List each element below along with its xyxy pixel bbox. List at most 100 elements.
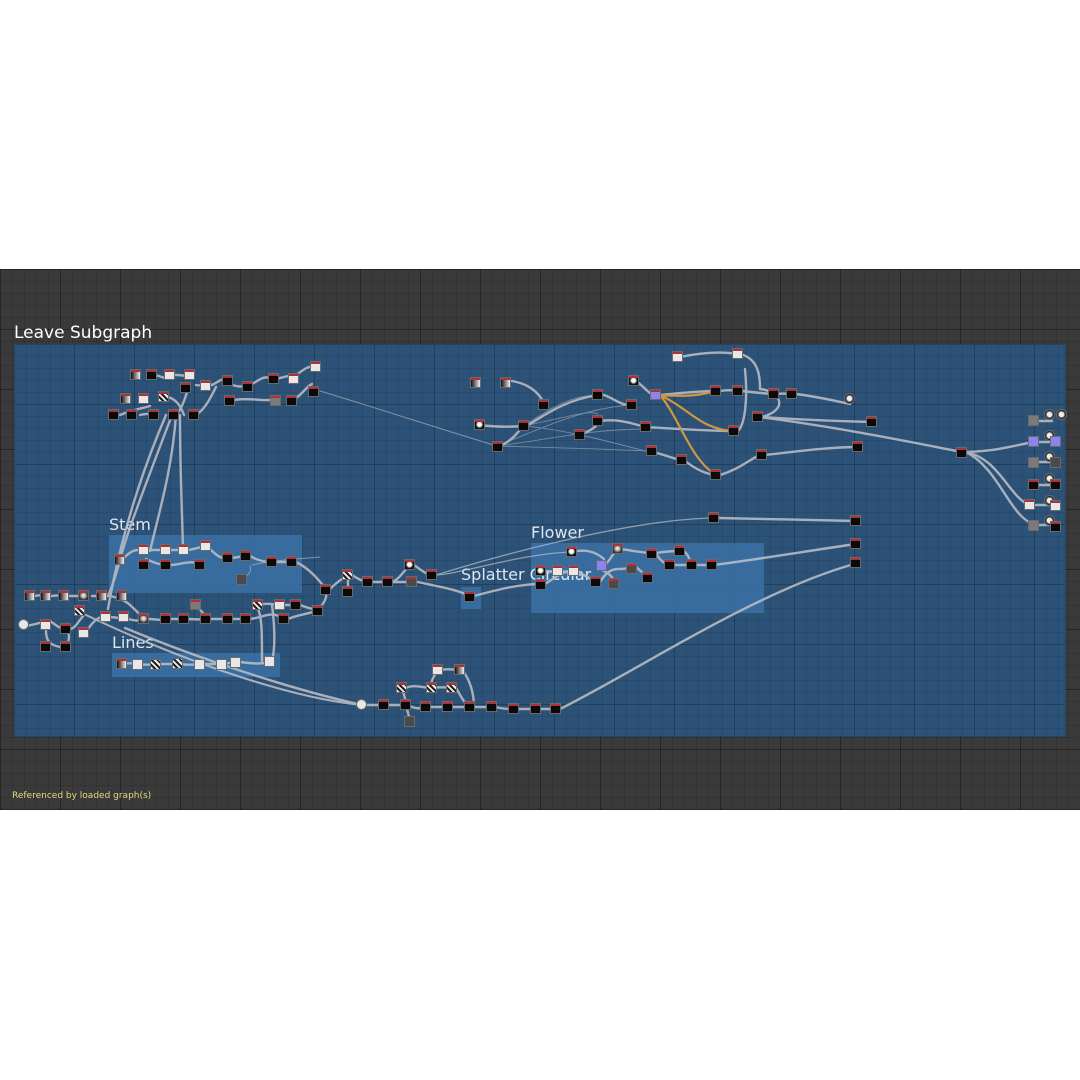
- graph-node[interactable]: [732, 385, 743, 396]
- graph-node[interactable]: [116, 590, 127, 601]
- graph-node[interactable]: [164, 369, 175, 380]
- graph-node[interactable]: [172, 658, 183, 669]
- graph-node[interactable]: [180, 382, 191, 393]
- graph-node[interactable]: [286, 395, 297, 406]
- graph-node[interactable]: [426, 682, 437, 693]
- graph-node[interactable]: [518, 420, 529, 431]
- graph-node[interactable]: [100, 611, 111, 622]
- graph-node[interactable]: [138, 544, 149, 555]
- graph-node[interactable]: [342, 569, 353, 580]
- graph-node[interactable]: [130, 369, 141, 380]
- graph-node[interactable]: [200, 540, 211, 551]
- graph-node[interactable]: [60, 623, 71, 634]
- graph-node[interactable]: [396, 682, 407, 693]
- graph-node[interactable]: [138, 559, 149, 570]
- graph-node[interactable]: [650, 389, 661, 400]
- graph-node[interactable]: [310, 361, 321, 372]
- graph-node[interactable]: [194, 559, 205, 570]
- graph-node[interactable]: [168, 409, 179, 420]
- graph-node[interactable]: [852, 441, 863, 452]
- graph-node[interactable]: [40, 641, 51, 652]
- graph-node[interactable]: [956, 447, 967, 458]
- graph-node[interactable]: [850, 538, 861, 549]
- graph-node[interactable]: [96, 590, 107, 601]
- graph-node[interactable]: [342, 586, 353, 597]
- graph-node[interactable]: [708, 512, 719, 523]
- graph-node[interactable]: [216, 659, 227, 670]
- graph-node[interactable]: [850, 515, 861, 526]
- graph-node[interactable]: [474, 419, 485, 430]
- graph-node[interactable]: [626, 399, 637, 410]
- graph-node[interactable]: [74, 605, 85, 616]
- graph-node[interactable]: [728, 425, 739, 436]
- graph-node[interactable]: [178, 544, 189, 555]
- graph-node[interactable]: [200, 380, 211, 391]
- graph-node[interactable]: [278, 613, 289, 624]
- graph-node[interactable]: [672, 351, 683, 362]
- graph-node[interactable]: [664, 559, 675, 570]
- graph-node[interactable]: [464, 591, 475, 602]
- graph-node[interactable]: [1044, 515, 1055, 526]
- graph-node[interactable]: [844, 393, 855, 404]
- graph-node[interactable]: [1028, 520, 1039, 531]
- graph-node[interactable]: [146, 369, 157, 380]
- graph-node[interactable]: [266, 556, 277, 567]
- graph-node[interactable]: [58, 590, 69, 601]
- graph-node[interactable]: [224, 395, 235, 406]
- graph-node[interactable]: [1044, 451, 1055, 462]
- graph-node[interactable]: [406, 576, 417, 587]
- graph-node[interactable]: [470, 377, 481, 388]
- graph-node[interactable]: [530, 703, 541, 714]
- graph-node[interactable]: [200, 613, 211, 624]
- graph-node[interactable]: [290, 599, 301, 610]
- graph-node[interactable]: [1028, 415, 1039, 426]
- graph-node[interactable]: [184, 369, 195, 380]
- graph-node[interactable]: [404, 716, 415, 727]
- graph-node[interactable]: [148, 409, 159, 420]
- graph-node[interactable]: [188, 409, 199, 420]
- graph-node[interactable]: [492, 441, 503, 452]
- graph-node[interactable]: [378, 699, 389, 710]
- graph-node[interactable]: [1028, 479, 1039, 490]
- graph-node[interactable]: [118, 611, 129, 622]
- graph-node[interactable]: [1028, 457, 1039, 468]
- graph-node[interactable]: [535, 565, 546, 576]
- graph-node[interactable]: [268, 373, 279, 384]
- graph-node[interactable]: [320, 584, 331, 595]
- graph-node[interactable]: [538, 399, 549, 410]
- graph-node[interactable]: [710, 385, 721, 396]
- graph-node[interactable]: [274, 599, 285, 610]
- graph-node[interactable]: [442, 701, 453, 712]
- graph-node[interactable]: [78, 627, 89, 638]
- graph-node[interactable]: [454, 664, 465, 675]
- graph-node[interactable]: [642, 572, 653, 583]
- graph-node[interactable]: [432, 664, 443, 675]
- graph-node[interactable]: [508, 703, 519, 714]
- graph-node[interactable]: [786, 388, 797, 399]
- graph-node[interactable]: [400, 699, 411, 710]
- graph-node[interactable]: [150, 659, 161, 670]
- graph-node[interactable]: [850, 557, 861, 568]
- graph-node[interactable]: [464, 701, 475, 712]
- graph-node[interactable]: [866, 416, 877, 427]
- graph-node[interactable]: [160, 544, 171, 555]
- graph-editor-canvas[interactable]: Leave Subgraph Stem Lines Flower Splatte…: [0, 269, 1080, 810]
- graph-node[interactable]: [628, 375, 639, 386]
- graph-node[interactable]: [222, 552, 233, 563]
- graph-node[interactable]: [568, 565, 579, 576]
- graph-node[interactable]: [752, 411, 763, 422]
- graph-node[interactable]: [646, 548, 657, 559]
- graph-node[interactable]: [312, 605, 323, 616]
- graph-node[interactable]: [138, 613, 149, 624]
- graph-node[interactable]: [60, 641, 71, 652]
- graph-node[interactable]: [592, 415, 603, 426]
- graph-node[interactable]: [596, 560, 607, 571]
- graph-node[interactable]: [40, 619, 51, 630]
- graph-node[interactable]: [240, 550, 251, 561]
- graph-node[interactable]: [288, 373, 299, 384]
- graph-node[interactable]: [382, 576, 393, 587]
- graph-node[interactable]: [222, 375, 233, 386]
- graph-node[interactable]: [264, 656, 275, 667]
- graph-node[interactable]: [108, 409, 119, 420]
- graph-node[interactable]: [24, 590, 35, 601]
